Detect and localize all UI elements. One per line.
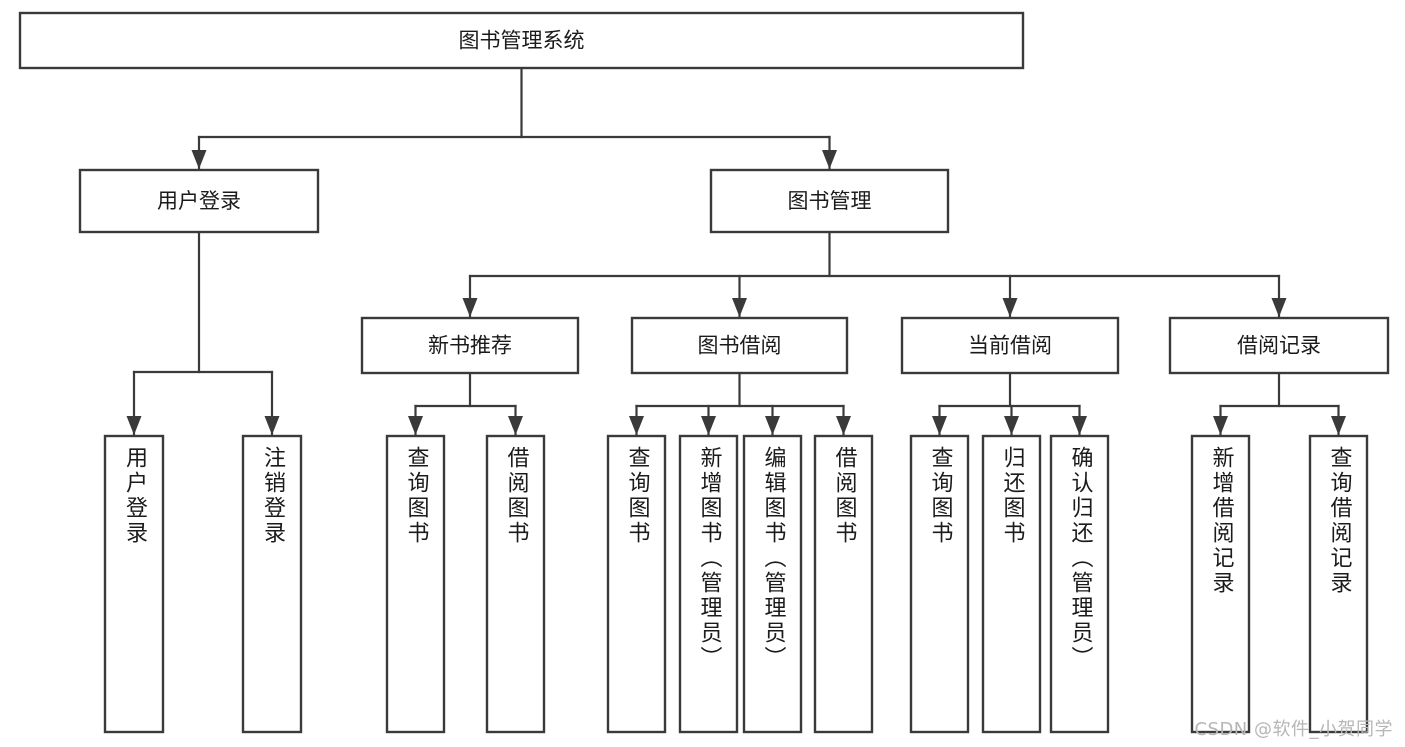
node-leaf-query-book-1[interactable] <box>385 434 446 734</box>
node-leaf-query-book-3[interactable] <box>909 434 970 734</box>
arrow-head-icon <box>126 416 142 435</box>
arrow-head-icon <box>462 298 478 317</box>
node-leaf-borrow-book-2[interactable] <box>813 434 874 734</box>
arrow-head-icon <box>701 416 716 435</box>
node-label-root: 图书管理系统 <box>459 29 585 53</box>
arrow-head-icon <box>629 416 644 435</box>
node-label-book-borrow: 图书借阅 <box>698 334 782 358</box>
arrow-head-icon <box>191 150 207 169</box>
node-leaf-confirm-return-admin[interactable] <box>1049 434 1110 734</box>
node-box-layer <box>18 11 1390 734</box>
arrow-head-icon <box>1271 298 1287 317</box>
node-label-user-login: 用户登录 <box>157 189 241 213</box>
arrow-head-icon <box>1002 298 1018 317</box>
node-book-borrow[interactable] <box>630 316 849 375</box>
watermark: CSDN @软件_小贺同学 <box>1194 719 1393 740</box>
node-borrow-record[interactable] <box>1168 316 1390 375</box>
arrow-head-icon <box>1072 416 1087 435</box>
node-leaf-user-login[interactable] <box>103 434 165 734</box>
node-leaf-add-book-admin[interactable] <box>678 434 739 734</box>
node-user-login[interactable] <box>78 168 320 234</box>
connector-layer <box>126 66 1346 437</box>
node-leaf-add-borrow-record[interactable] <box>1190 434 1251 734</box>
node-label-book-management: 图书管理 <box>788 189 872 213</box>
node-label-new-book-recommend: 新书推荐 <box>428 334 512 358</box>
node-leaf-edit-book-admin[interactable] <box>742 434 803 734</box>
arrow-head-icon <box>932 416 947 435</box>
node-leaf-return-book[interactable] <box>981 434 1042 734</box>
arrow-head-icon <box>1331 416 1346 435</box>
node-leaf-query-book-2[interactable] <box>606 434 667 734</box>
arrow-head-icon <box>508 416 523 435</box>
arrow-head-icon <box>408 416 423 435</box>
node-current-borrow[interactable] <box>900 316 1120 375</box>
arrow-head-icon <box>1004 416 1019 435</box>
node-label-borrow-record: 借阅记录 <box>1237 334 1321 358</box>
node-new-book-recommend[interactable] <box>360 316 580 375</box>
node-root[interactable] <box>18 11 1025 70</box>
node-leaf-borrow-book-1[interactable] <box>485 434 546 734</box>
arrow-head-icon <box>1213 416 1228 435</box>
arrow-head-icon <box>765 416 780 435</box>
arrow-head-icon <box>264 416 280 435</box>
arrow-head-icon <box>732 298 747 317</box>
node-book-management[interactable] <box>709 168 950 234</box>
node-leaf-query-borrow-record[interactable] <box>1308 434 1369 734</box>
arrow-head-icon <box>822 150 837 169</box>
node-label-current-borrow: 当前借阅 <box>968 334 1052 358</box>
arrow-head-icon <box>836 416 851 435</box>
node-leaf-user-logout[interactable] <box>241 434 303 734</box>
